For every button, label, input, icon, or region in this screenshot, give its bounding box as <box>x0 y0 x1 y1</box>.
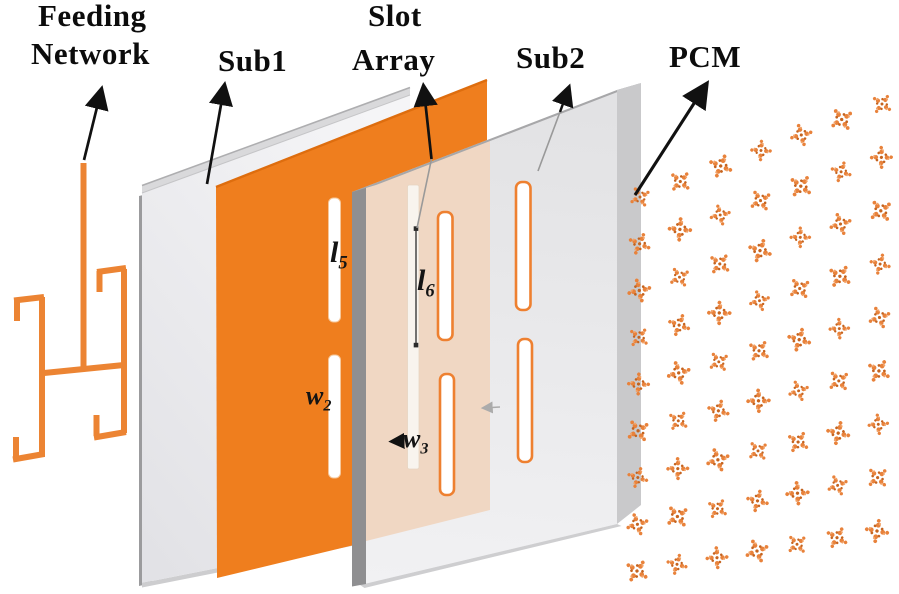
label-slot-line2: Array <box>352 42 436 77</box>
pcm-unit-cell <box>787 224 814 251</box>
sub2-bottom-edge <box>360 524 622 588</box>
pcm-unit-cell <box>743 386 774 416</box>
pcm-unit-cell <box>788 277 812 300</box>
pcm-unit-cell <box>665 408 691 434</box>
pcm-unit-cell <box>663 454 692 483</box>
pcm-unit-cell <box>783 478 812 508</box>
pcm-unit-cell <box>747 439 769 462</box>
pcm-unit-cell <box>867 305 892 330</box>
pcm-unit-cell <box>625 512 650 537</box>
pcm-unit-cell <box>669 267 690 288</box>
pcm-unit-cell <box>665 359 692 386</box>
pcm-unit-cell <box>826 315 853 342</box>
pcm-unit-cell <box>703 544 731 572</box>
feed-stub-bottom-right <box>93 429 127 441</box>
array-slot-right-lower <box>516 337 534 464</box>
label-sub2: Sub2 <box>516 40 586 75</box>
pcm-unit-cell <box>864 356 894 386</box>
pcm-unit-cell <box>744 235 776 266</box>
pcm-unit-cell <box>869 91 895 117</box>
feed-stub-top-left <box>13 294 45 304</box>
pcm-unit-cell <box>866 250 894 278</box>
pcm-unit-cell <box>704 298 735 328</box>
feeding-network-arrow <box>82 85 109 161</box>
pcm-unit-cell <box>827 158 855 186</box>
array-slot-left-lower <box>438 372 456 497</box>
pcm-unit-cell <box>664 310 694 340</box>
label-l5: l5 <box>330 236 348 274</box>
pcm-unit-cell <box>825 261 855 291</box>
sub2-beige-tint <box>366 139 490 541</box>
pcm-arrow <box>633 80 710 196</box>
array-slot-left-upper <box>436 210 454 342</box>
pcm-unit-cell <box>868 198 894 224</box>
pcm-unit-cell <box>703 396 733 426</box>
pcm-unit-cell <box>828 212 853 236</box>
label-w3: w3 <box>403 424 429 458</box>
slot-array-leader <box>416 158 433 229</box>
pcm-unit-cell <box>784 428 812 456</box>
pcm-unit-cell <box>708 203 732 227</box>
l6-dimension-line <box>413 226 419 348</box>
sub2-top-edge <box>352 83 641 192</box>
sub1-arrow <box>205 81 233 185</box>
pcm-unit-cell <box>744 538 770 564</box>
pcm-unit-cell <box>787 379 810 402</box>
array-slot-right-upper <box>514 180 532 312</box>
sub2-leader <box>537 111 561 172</box>
pcm-unit-cell <box>665 504 690 529</box>
slot-array-arrow <box>413 81 438 160</box>
pcm-unit-cell <box>667 168 694 195</box>
pcm-layer <box>622 91 896 586</box>
label-feeding-line1: Feeding <box>38 0 147 33</box>
pcm-unit-cell <box>705 447 731 473</box>
sub2-left-edge <box>352 186 366 587</box>
sub2-arrow <box>552 83 574 113</box>
pcm-unit-cell <box>664 214 695 245</box>
coupling-slot-lower <box>328 354 341 479</box>
pcm-unit-cell <box>865 411 891 437</box>
pcm-unit-cell <box>788 122 814 148</box>
pcm-unit-cell <box>823 523 851 552</box>
label-sub1: Sub1 <box>218 43 288 78</box>
feed-stub-bottom-left <box>12 451 45 463</box>
feeding-network <box>12 163 127 463</box>
coupling-slot-upper <box>328 197 341 323</box>
pcm-unit-cell <box>663 550 691 578</box>
pcm-unit-cell <box>705 150 736 182</box>
label-slot-line1: Slot <box>368 0 422 33</box>
callout-arrows <box>82 80 710 229</box>
pcm-unit-cell <box>865 465 890 490</box>
pcm-unit-cell <box>867 143 896 172</box>
feed-cross-bar <box>43 362 125 376</box>
pcm-unit-cell <box>861 515 893 547</box>
pcm-unit-cell <box>708 351 730 373</box>
pcm-unit-cell <box>706 250 734 278</box>
sub2-panel <box>352 83 641 588</box>
label-feeding-line2: Network <box>31 36 150 71</box>
pcm-unit-cell <box>743 486 772 516</box>
pcm-unit-cell <box>827 474 849 496</box>
label-l6: l6 <box>417 264 435 302</box>
sub2-right-edge <box>617 83 641 524</box>
pcm-unit-cell <box>822 417 854 449</box>
pcm-unit-cell <box>748 289 771 313</box>
pcm-unit-cell <box>783 324 815 355</box>
pcm-unit-cell <box>704 495 731 522</box>
pcm-unit-cell <box>785 532 809 556</box>
slot-leader-gray-arrow <box>480 401 501 414</box>
pcm-unit-cell <box>829 107 854 132</box>
label-pcm: PCM <box>669 39 742 74</box>
pcm-unit-cell <box>826 369 851 393</box>
pcm-unit-cell <box>745 337 773 365</box>
w3-pointer-arrow <box>388 432 405 450</box>
pcm-unit-cell <box>622 556 652 586</box>
pcm-unit-cell <box>786 172 815 201</box>
label-w2: w2 <box>306 381 332 415</box>
pcm-unit-cell <box>749 189 772 212</box>
pcm-unit-cell <box>747 137 775 164</box>
